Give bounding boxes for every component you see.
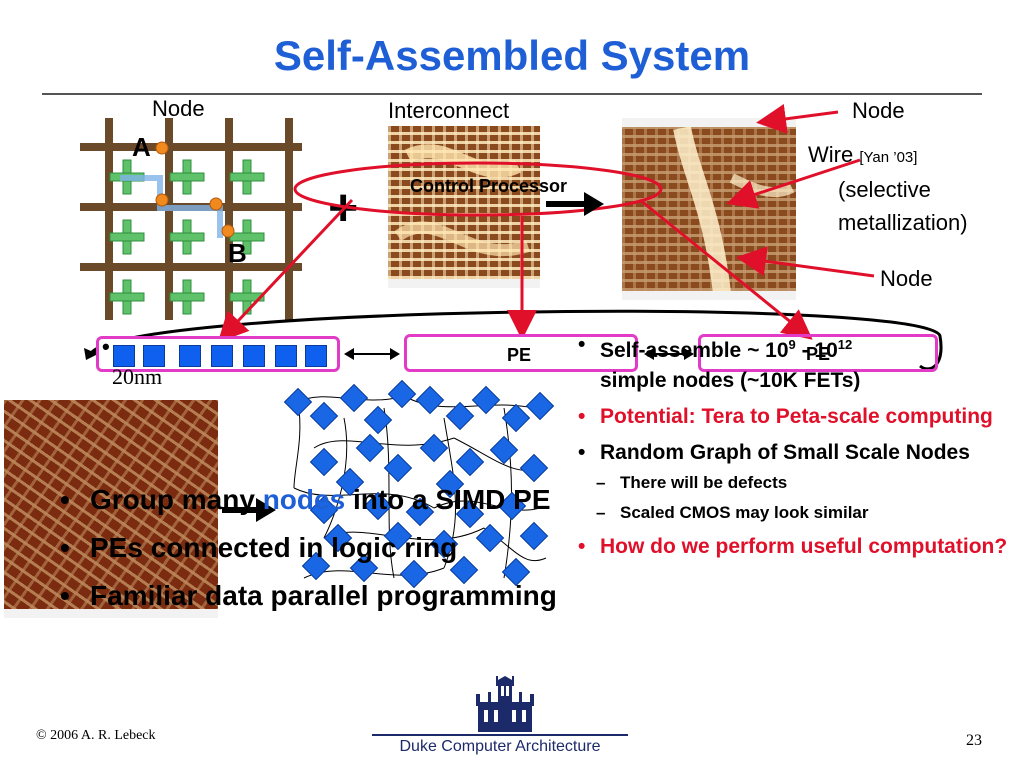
- left-bullet-1-highlight: nodes: [262, 484, 346, 515]
- node-square: [211, 345, 233, 367]
- interconnect-arrow: [546, 192, 604, 216]
- duke-chapel-logo: [476, 676, 534, 732]
- right-bullet-1-sup-1: 9: [788, 337, 796, 352]
- selective-label: (selective: [838, 177, 931, 202]
- node-square: [113, 345, 135, 367]
- node-a-label: A: [132, 132, 151, 162]
- node-square: [305, 345, 327, 367]
- pe-box-left: [96, 336, 340, 372]
- node-label-bottom-right: Node: [880, 266, 933, 291]
- interconnect-label: Interconnect: [388, 98, 510, 123]
- right-bullet-4: How do we perform useful computation?: [574, 532, 1016, 562]
- node-square: [275, 345, 297, 367]
- wire-text: Wire: [808, 142, 854, 167]
- left-bullet-2: PEs connected in logic ring: [56, 524, 676, 572]
- node-square: [179, 345, 201, 367]
- right-bullet-1: Self-assemble ~ 109 - 1012 simple nodes …: [574, 330, 1016, 396]
- control-processor-oval: [293, 161, 663, 217]
- footer-copyright: © 2006 A. R. Lebeck: [36, 728, 156, 743]
- red-arrows: [217, 103, 875, 343]
- slide-title: Self-Assembled System: [273, 32, 751, 79]
- left-bullet-1: Group many nodes into a SIMD PE: [56, 476, 676, 524]
- right-bullet-3: Random Graph of Small Scale Nodes: [574, 438, 1016, 468]
- footer-org: Duke Computer Architecture: [399, 738, 601, 755]
- right-bullet-list: Self-assemble ~ 109 - 1012 simple nodes …: [574, 330, 1016, 562]
- left-bullet-1-post: into a SIMD PE: [345, 484, 551, 515]
- lattice-nodes: [109, 159, 265, 315]
- pe-right-label: PE: [806, 344, 831, 364]
- right-sub-bullet-1: There will be defects: [574, 468, 1016, 498]
- control-processor-label: Control Processor: [410, 176, 568, 196]
- left-bullet-2-text: PEs connected in logic ring: [90, 532, 458, 563]
- footer-rule: [372, 734, 628, 736]
- wire-label: Wire [Yan ’03]: [808, 142, 917, 168]
- right-bullet-1-sup-2: 12: [837, 337, 853, 352]
- right-bullet-4-text: How do we perform useful computation?: [600, 535, 1008, 558]
- right-bullet-1-part-b: - 10: [795, 339, 838, 362]
- title-divider: [42, 93, 982, 95]
- node-b-label: B: [228, 238, 247, 268]
- metallization-label: metallization): [838, 210, 968, 235]
- right-sub-bullet-2: Scaled CMOS may look similar: [574, 498, 1016, 528]
- right-bullet-2-text: Potential: Tera to Peta-scale computing: [600, 405, 993, 428]
- lattice-path: [120, 175, 223, 238]
- left-bullet-1-pre: Group many: [90, 484, 263, 515]
- lattice-junctions: [155, 141, 235, 238]
- wire-citation: [Yan ’03]: [859, 149, 918, 166]
- pe-link-left: [344, 348, 400, 360]
- node-label-top-left: Node: [152, 96, 205, 121]
- right-bullet-2: Potential: Tera to Peta-scale computing: [574, 402, 1016, 432]
- scale-label: 20nm: [112, 364, 163, 389]
- bullet-dot-pe: •: [102, 334, 110, 359]
- right-sub-bullet-2-text: Scaled CMOS may look similar: [620, 503, 869, 522]
- right-bullet-1-part-a: Self-assemble ~ 10: [600, 339, 789, 362]
- left-bullet-3: Familiar data parallel programming: [56, 572, 676, 620]
- node-square: [143, 345, 165, 367]
- left-bullet-list: Group many nodes into a SIMD PE PEs conn…: [56, 476, 676, 620]
- right-bullet-3-text: Random Graph of Small Scale Nodes: [600, 441, 970, 464]
- page-number: 23: [966, 732, 982, 749]
- right-sub-bullet-1-text: There will be defects: [620, 473, 788, 492]
- node-label-top-right: Node: [852, 98, 905, 123]
- left-bullet-3-text: Familiar data parallel programming: [90, 580, 557, 611]
- right-bullet-1-part-c: simple nodes (~10K FETs): [600, 369, 861, 392]
- node-lattice-diagram: [80, 118, 302, 320]
- pe-middle-label: PE: [507, 345, 532, 365]
- interconnect-afm-image: [388, 126, 540, 288]
- node-square: [243, 345, 265, 367]
